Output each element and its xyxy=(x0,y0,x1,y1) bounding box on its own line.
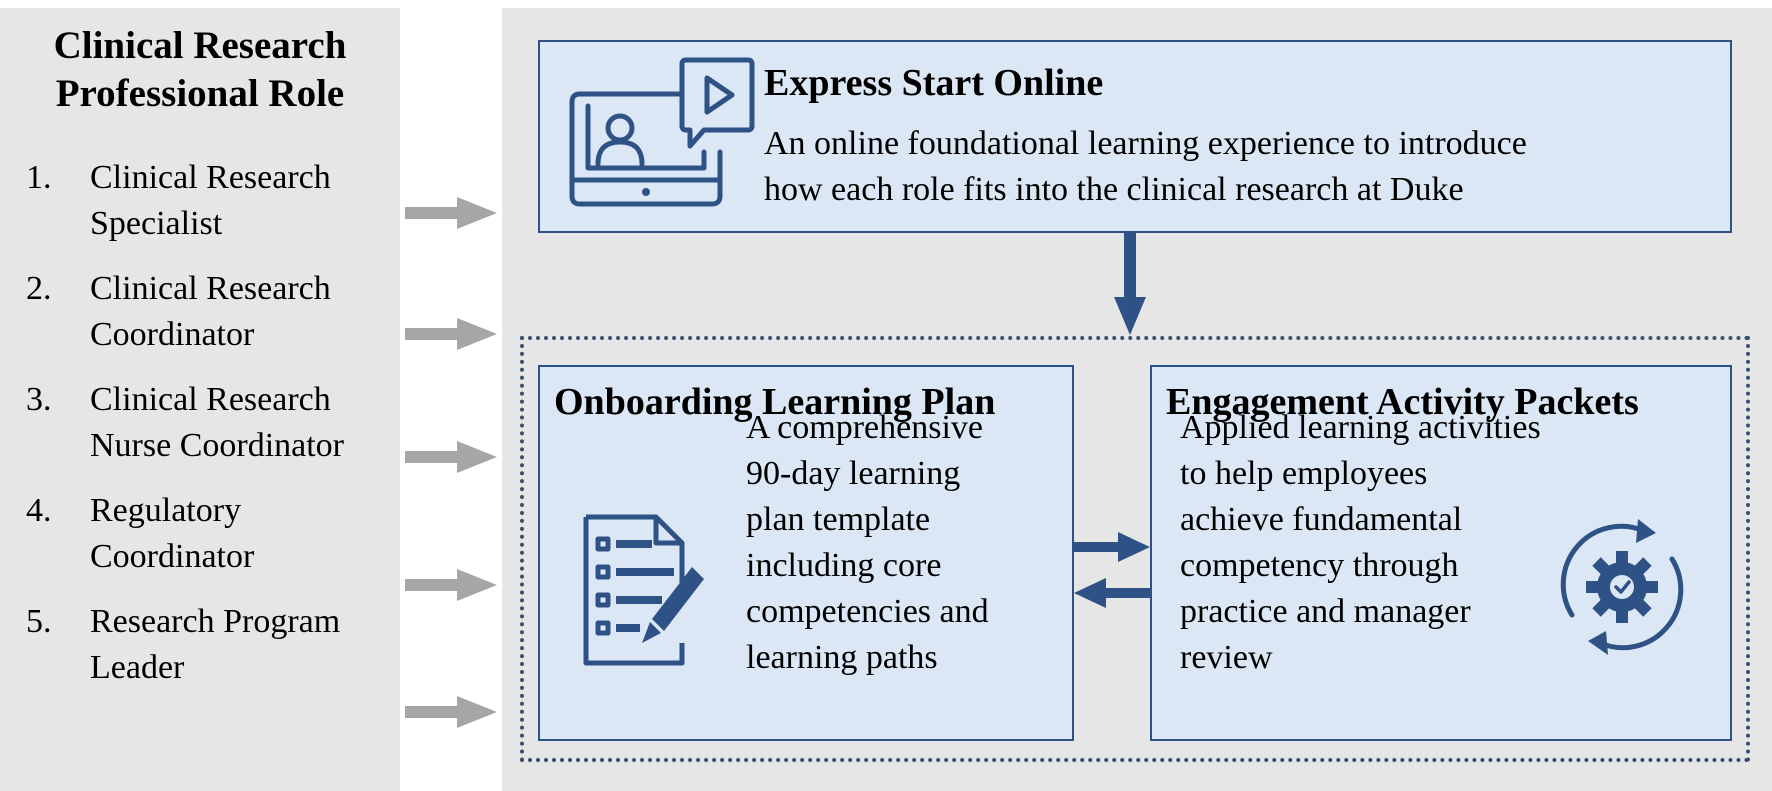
role-line: Research Program xyxy=(90,603,341,640)
role-panel-title-line2: Professional Role xyxy=(55,72,345,115)
role-number: 1. xyxy=(26,159,52,196)
express-start-box: Express Start Online An online foundatio… xyxy=(538,40,1732,233)
role-line: Specialist xyxy=(90,205,223,242)
laptop-video-icon xyxy=(569,57,755,207)
role-line: Coordinator xyxy=(90,316,255,353)
express-start-description: An online foundational learning experien… xyxy=(764,121,1527,213)
role-number: 3. xyxy=(26,381,52,418)
document-checklist-icon xyxy=(583,514,704,666)
role-line: Coordinator xyxy=(90,538,255,575)
role-item: Clinical Research Nurse Coordinator xyxy=(90,377,410,469)
role-line: Leader xyxy=(90,649,185,686)
engagement-description: Applied learning activities to help empl… xyxy=(1180,405,1541,681)
exchange-arrows xyxy=(1074,532,1150,608)
role-number: 4. xyxy=(26,492,52,529)
description-line: A comprehensive xyxy=(746,409,983,446)
role-panel-title: Clinical Research Professional Role xyxy=(0,22,400,118)
role-item: Regulatory Coordinator xyxy=(90,488,410,580)
role-arrow-5 xyxy=(405,696,497,728)
role-line: Clinical Research xyxy=(90,159,331,196)
role-arrow-2 xyxy=(405,318,497,350)
description-line: An online foundational learning experien… xyxy=(764,125,1527,162)
onboarding-title: Onboarding Learning Plan xyxy=(554,381,996,423)
role-arrow-1 xyxy=(405,197,497,229)
description-line: practice and manager xyxy=(1180,593,1471,630)
role-line: Clinical Research xyxy=(90,381,331,418)
description-line: Applied learning activities xyxy=(1180,409,1541,446)
core-program-frame xyxy=(520,336,1750,762)
role-arrow-4 xyxy=(405,569,497,601)
description-line: achieve fundamental xyxy=(1180,501,1463,538)
left-arrow xyxy=(1074,578,1150,608)
role-panel-title-line1: Clinical Research xyxy=(53,24,347,67)
description-line: review xyxy=(1180,639,1273,676)
onboarding-description: A comprehensive 90-day learning plan tem… xyxy=(746,405,989,681)
role-item: Clinical Research Coordinator xyxy=(90,266,410,358)
description-line: competencies and xyxy=(746,593,989,630)
description-line: competency through xyxy=(1180,547,1459,584)
role-arrows xyxy=(405,197,497,728)
role-panel xyxy=(0,8,400,791)
gear-cycle-icon xyxy=(1560,519,1684,655)
description-line: how each role fits into the clinical res… xyxy=(764,171,1464,208)
role-number: 2. xyxy=(26,270,52,307)
role-line: Clinical Research xyxy=(90,270,331,307)
engagement-title: Engagement Activity Packets xyxy=(1166,381,1639,423)
role-item: Research Program Leader xyxy=(90,599,410,691)
role-arrow-3 xyxy=(405,441,497,473)
description-line: learning paths xyxy=(746,639,938,676)
role-number: 5. xyxy=(26,603,52,640)
role-item: Clinical Research Specialist xyxy=(90,155,410,247)
right-arrow xyxy=(1074,532,1150,562)
role-line: Regulatory xyxy=(90,492,242,529)
engagement-activity-packets-box: Engagement Activity Packets Applied lear… xyxy=(1150,365,1732,741)
onboarding-learning-plan-box: Onboarding Learning Plan A comprehensive… xyxy=(538,365,1074,741)
description-line: plan template xyxy=(746,501,931,538)
description-line: 90-day learning xyxy=(746,455,961,492)
express-start-title: Express Start Online xyxy=(764,62,1104,104)
description-line: including core xyxy=(746,547,942,584)
express-down-arrow xyxy=(1114,233,1146,335)
description-line: to help employees xyxy=(1180,455,1428,492)
role-line: Nurse Coordinator xyxy=(90,427,345,464)
